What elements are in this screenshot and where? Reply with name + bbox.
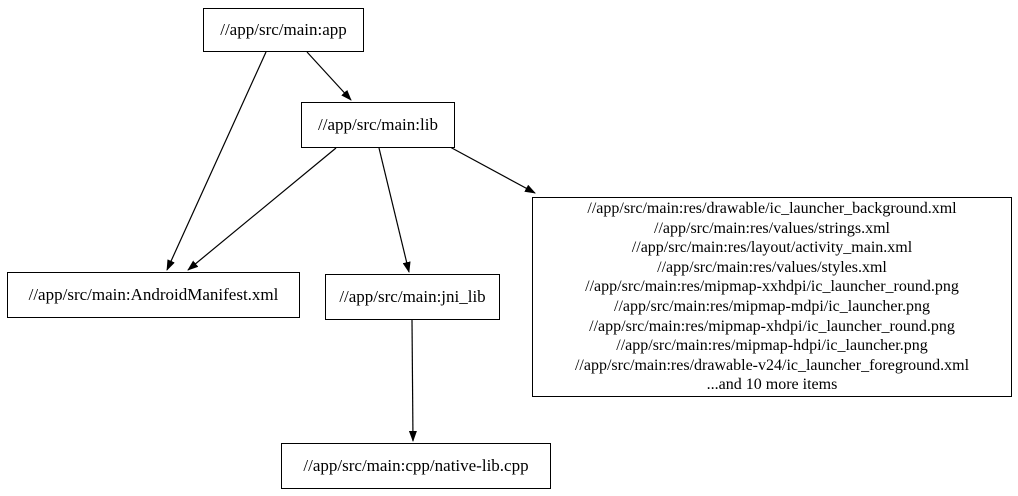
node-jni-lib-label: //app/src/main:jni_lib (339, 287, 486, 307)
node-lib-label: //app/src/main:lib (318, 115, 438, 135)
res-more-items-line: ...and 10 more items (706, 376, 838, 394)
edge-app-to-manifest (166, 51, 267, 271)
res-file-line: //app/src/main:res/drawable-v24/ic_launc… (574, 356, 970, 374)
edge-lib-to-jni-lib (378, 147, 411, 273)
res-file-line: //app/src/main:res/mipmap-mdpi/ic_launch… (614, 298, 930, 315)
node-android-manifest-label: //app/src/main:AndroidManifest.xml (28, 285, 279, 305)
node-res-files: //app/src/main:res/drawable/ic_launcher_… (532, 197, 1012, 397)
node-android-manifest: //app/src/main:AndroidManifest.xml (7, 272, 300, 318)
res-file-line: //app/src/main:res/mipmap-xhdpi/ic_launc… (589, 317, 955, 335)
node-jni-lib: //app/src/main:jni_lib (325, 274, 500, 320)
node-app: //app/src/main:app (203, 8, 364, 52)
node-app-label: //app/src/main:app (220, 20, 347, 40)
node-lib: //app/src/main:lib (301, 102, 455, 148)
res-file-line: //app/src/main:res/layout/activity_main.… (631, 239, 913, 257)
node-native-lib-cpp: //app/src/main:cpp/native-lib.cpp (281, 443, 551, 489)
edge-app-to-lib (306, 51, 352, 101)
edge-jni-lib-to-cpp (408, 319, 417, 442)
edge-lib-to-manifest (187, 147, 337, 271)
res-file-line: //app/src/main:res/mipmap-hdpi/ic_launch… (616, 337, 928, 355)
res-file-line: //app/src/main:res/drawable/ic_launcher_… (587, 200, 957, 218)
res-file-line: //app/src/main:res/values/styles.xml (657, 258, 887, 276)
node-native-lib-cpp-label: //app/src/main:cpp/native-lib.cpp (303, 456, 529, 476)
res-file-line: //app/src/main:res/values/strings.xml (654, 219, 890, 237)
res-file-line: //app/src/main:res/mipmap-xxhdpi/ic_laun… (585, 278, 959, 296)
edge-lib-to-res (449, 146, 536, 194)
